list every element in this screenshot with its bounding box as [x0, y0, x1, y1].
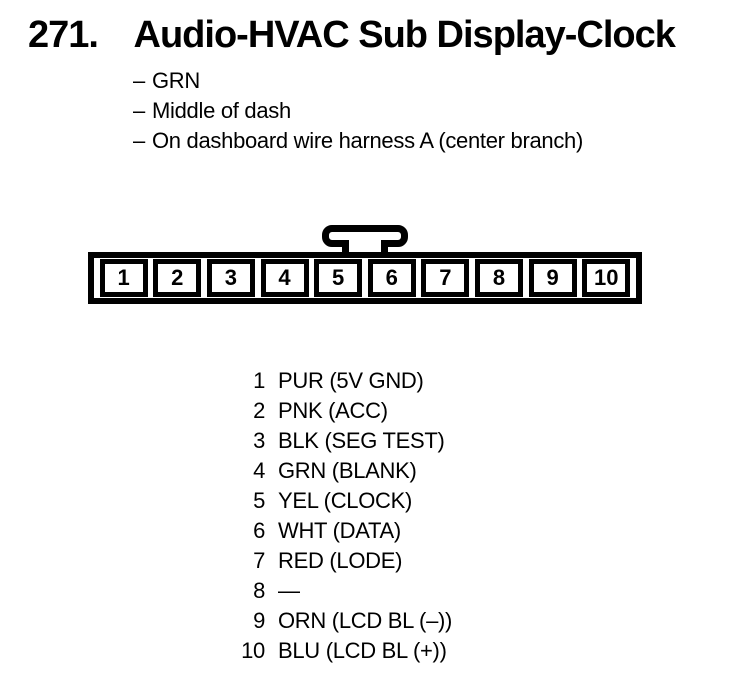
pin-cell-5: 5: [314, 259, 363, 297]
section-number: 271.: [28, 14, 99, 56]
note-text: On dashboard wire harness A (center bran…: [152, 128, 584, 153]
pin-number: 6: [253, 518, 265, 543]
section-heading: 271. Audio-HVAC Sub Display-Clock: [28, 14, 676, 56]
pinout-row: 8 —: [235, 576, 452, 606]
pinout-row: 1 PUR (5V GND): [235, 366, 452, 396]
pin-number: 3: [253, 428, 265, 453]
pin-cell-8: 8: [475, 259, 523, 297]
connector-body: 1 2 3 4 5 6 7 8 9 10: [88, 252, 642, 304]
section-title: Audio-HVAC Sub Display-Clock: [133, 14, 676, 56]
note-item: – GRN: [133, 66, 583, 96]
note-item: – Middle of dash: [133, 96, 583, 126]
pin-label: PNK (ACC): [278, 398, 388, 423]
pin-cell-9: 9: [528, 259, 577, 297]
pin-label: PUR (5V GND): [278, 368, 424, 393]
note-dash: –: [133, 98, 145, 123]
pin-cell-10: 10: [582, 259, 631, 297]
pinout-row: 9 ORN (LCD BL (–)): [235, 606, 452, 636]
pin-number: 2: [253, 398, 265, 423]
pin-cell-2: 2: [153, 259, 202, 297]
pin-label: RED (LODE): [278, 548, 403, 573]
connector-diagram: 1 2 3 4 5 6 7 8 9 10: [0, 0, 752, 320]
pinout-row: 2 PNK (ACC): [235, 396, 452, 426]
pinout-row: 6 WHT (DATA): [235, 516, 452, 546]
pin-label: GRN (BLANK): [278, 458, 417, 483]
note-dash: –: [133, 128, 145, 153]
note-text: Middle of dash: [152, 98, 291, 123]
pin-label: —: [278, 578, 300, 603]
pin-number: 7: [253, 548, 265, 573]
pinout-row: 4 GRN (BLANK): [235, 456, 452, 486]
pin-number: 10: [241, 638, 265, 663]
pin-label: WHT (DATA): [278, 518, 401, 543]
connector-lock-tab-stem: [342, 240, 388, 252]
pin-cell-4: 4: [260, 259, 309, 297]
pinout-row: 10 BLU (LCD BL (+)): [235, 636, 452, 666]
pin-cell-3: 3: [206, 259, 255, 297]
pin-number: 8: [253, 578, 265, 603]
note-dash: –: [133, 68, 145, 93]
pinout-row: 3 BLK (SEG TEST): [235, 426, 452, 456]
pinout-row: 5 YEL (CLOCK): [235, 486, 452, 516]
notes-list: – GRN – Middle of dash – On dashboard wi…: [133, 66, 583, 156]
pin-number: 4: [253, 458, 265, 483]
pinout-list: 1 PUR (5V GND) 2 PNK (ACC) 3 BLK (SEG TE…: [235, 366, 452, 666]
pin-cell-7: 7: [421, 259, 470, 297]
note-text: GRN: [152, 68, 200, 93]
note-item: – On dashboard wire harness A (center br…: [133, 126, 583, 156]
pin-label: ORN (LCD BL (–)): [278, 608, 453, 633]
pinout-row: 7 RED (LODE): [235, 546, 452, 576]
pin-number: 1: [253, 368, 265, 393]
pin-label: YEL (CLOCK): [278, 488, 413, 513]
pin-number: 9: [253, 608, 265, 633]
pin-label: BLK (SEG TEST): [278, 428, 445, 453]
pin-label: BLU (LCD BL (+)): [278, 638, 447, 663]
pin-cell-6: 6: [367, 259, 416, 297]
pin-cell-1: 1: [99, 259, 148, 297]
pin-number: 5: [253, 488, 265, 513]
